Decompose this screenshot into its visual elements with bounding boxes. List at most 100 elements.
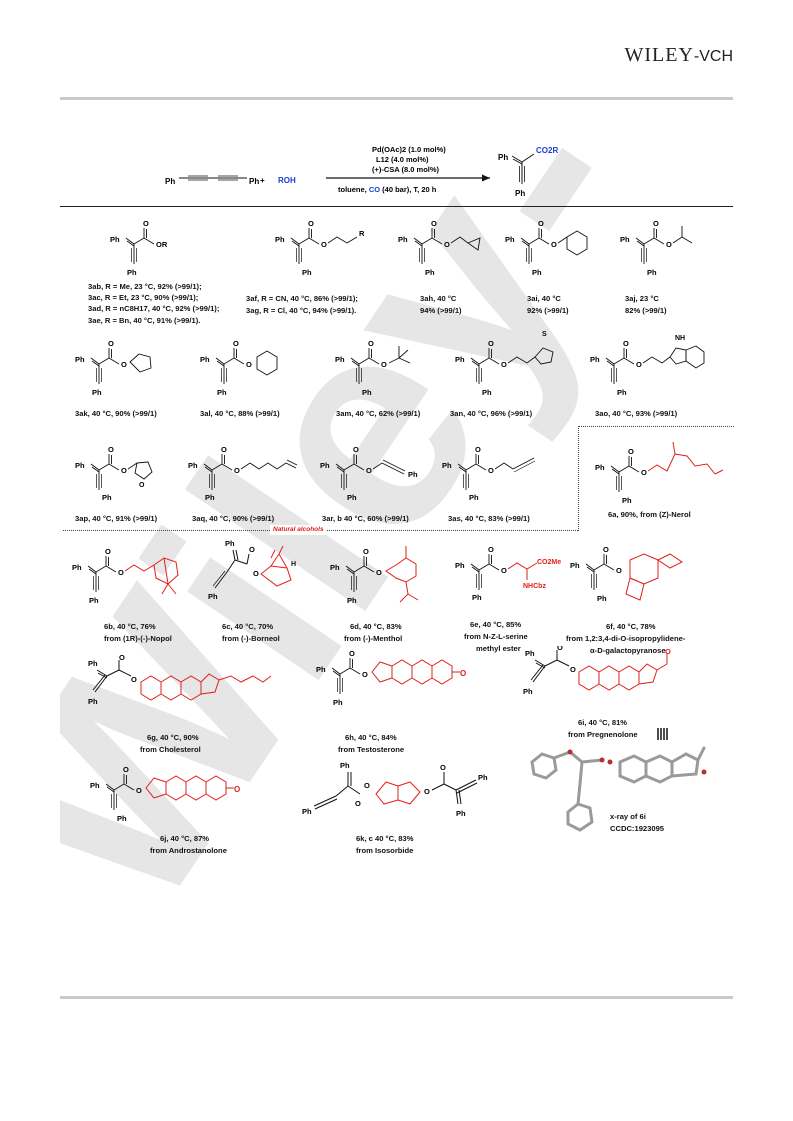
svg-text:O: O: [233, 339, 239, 348]
svg-text:Ph: Ph: [333, 698, 343, 707]
svg-text:Ph: Ph: [117, 814, 127, 823]
svg-text:Ph: Ph: [200, 355, 210, 364]
svg-text:Ph: Ph: [347, 596, 357, 605]
svg-text:H: H: [291, 561, 296, 568]
label-6h-1: 6h, 40 °C, 84%: [345, 733, 397, 742]
structure-6a: Ph O O Ph: [595, 441, 724, 505]
acid-label: (+)-CSA (8.0 mol%): [372, 165, 440, 174]
structure-3am: Ph O O Ph: [335, 339, 411, 397]
svg-text:O: O: [666, 240, 672, 249]
svg-text:Ph: Ph: [205, 493, 215, 502]
reactant-ph-left: Ph: [165, 177, 175, 186]
label-6i-2: from Pregnenolone: [568, 730, 638, 739]
svg-text:R: R: [359, 229, 365, 238]
label-3ai-1: 3ai, 40 °C: [527, 294, 561, 303]
svg-text:O: O: [234, 785, 240, 794]
svg-text:O: O: [538, 219, 544, 228]
svg-text:O: O: [551, 240, 557, 249]
structure-6i: Ph O O Ph O: [523, 646, 671, 696]
svg-text:Ph: Ph: [75, 461, 85, 470]
xray-label-2: CCDC:1923095: [610, 824, 665, 833]
structure-3ah: Ph O O Ph: [398, 219, 481, 277]
svg-text:O: O: [557, 646, 563, 652]
svg-text:O: O: [253, 569, 259, 578]
svg-text:Ph: Ph: [498, 153, 508, 162]
publisher-sep: -: [693, 48, 700, 65]
label-3ae: 3ae, R = Bn, 40 °C, 91% (>99/1).: [88, 316, 201, 325]
structure-3ao: Ph O O NH Ph: [590, 335, 705, 397]
label-3ak: 3ak, 40 °C, 90% (>99/1): [75, 409, 157, 418]
label-6d-1: 6d, 40 °C, 83%: [350, 622, 402, 631]
svg-text:Ph: Ph: [408, 470, 418, 479]
svg-text:O: O: [641, 468, 647, 477]
label-3am: 3am, 40 °C, 62% (>99/1): [336, 409, 421, 418]
svg-text:O: O: [501, 566, 507, 575]
svg-text:Ph: Ph: [597, 594, 607, 603]
structure-6h: Ph O O O Ph: [316, 649, 466, 707]
svg-text:Ph: Ph: [340, 761, 350, 770]
xray-structure-image: [530, 746, 707, 832]
structure-3an: Ph O O S Ph: [455, 331, 554, 397]
hatch-icon: [657, 728, 668, 740]
structure-6b: Ph O O Ph: [72, 547, 179, 605]
svg-text:O: O: [363, 547, 369, 556]
svg-text:O: O: [131, 675, 137, 684]
label-6h-2: from Testosterone: [338, 745, 405, 754]
structure-6j: Ph O O O Ph: [90, 765, 240, 823]
svg-text:Ph: Ph: [127, 268, 137, 277]
label-3ag: 3ag, R = Cl, 40 °C, 94% (>99/1).: [246, 306, 357, 315]
svg-text:Ph: Ph: [316, 665, 326, 674]
label-6b-1: 6b, 40 °C, 76%: [104, 622, 156, 631]
svg-text:Ph: Ph: [442, 461, 452, 470]
svg-text:Ph: Ph: [188, 461, 198, 470]
svg-text:O: O: [246, 360, 252, 369]
structure-3ab: Ph O OR Ph: [110, 219, 168, 277]
serine-ester: CO2Me: [537, 559, 561, 566]
product-co2r: CO2R: [536, 146, 558, 155]
svg-text:O: O: [105, 547, 111, 556]
structure-6k: Ph Ph O O O O Ph Ph: [302, 761, 488, 818]
reaction-scheme: Ph Ph + ROH Pd(OAc)2 (1.0 mol%) L12 (4.0…: [165, 145, 558, 198]
label-6f-2: from 1,2:3,4-di-O-isopropylidene-: [566, 634, 686, 643]
top-rule: [60, 97, 733, 100]
svg-text:Ph: Ph: [469, 493, 479, 502]
svg-text:O: O: [123, 765, 129, 774]
label-6c-1: 6c, 40 °C, 70%: [222, 622, 274, 631]
svg-text:O: O: [221, 445, 227, 454]
svg-text:O: O: [431, 219, 437, 228]
label-6e-2: from N-Z-L-serine: [464, 632, 528, 641]
label-3ab: 3ab, R = Me, 23 °C, 92% (>99/1);: [88, 282, 202, 291]
structure-3ap: Ph O O O Ph: [75, 445, 153, 502]
svg-text:O: O: [143, 219, 149, 228]
svg-text:OR: OR: [156, 240, 168, 249]
svg-text:Ph: Ph: [330, 563, 340, 572]
serine-amine: NHCbz: [523, 583, 546, 590]
svg-text:Ph: Ph: [515, 189, 525, 198]
label-3ao: 3ao, 40 °C, 93% (>99/1): [595, 409, 678, 418]
svg-text:O: O: [444, 240, 450, 249]
publisher-vch: VCH: [699, 48, 733, 65]
label-3aq: 3aq, 40 °C, 90% (>99/1): [192, 514, 275, 523]
conditions-label: toluene, CO (40 bar), T, 20 h: [338, 185, 437, 194]
label-6i-1: 6i, 40 °C, 81%: [578, 718, 628, 727]
svg-text:O: O: [364, 781, 370, 790]
reactant-ph-right: Ph: [249, 177, 259, 186]
svg-text:O: O: [488, 545, 494, 554]
svg-text:Ph: Ph: [532, 268, 542, 277]
svg-text:S: S: [542, 331, 547, 338]
svg-text:O: O: [381, 360, 387, 369]
svg-text:Ph: Ph: [455, 561, 465, 570]
svg-text:Ph: Ph: [620, 235, 630, 244]
label-3ai-2: 92% (>99/1): [527, 306, 569, 315]
svg-text:Ph: Ph: [225, 539, 235, 548]
svg-text:Ph: Ph: [398, 235, 408, 244]
svg-text:O: O: [353, 445, 359, 454]
svg-text:O: O: [488, 466, 494, 475]
svg-text:O: O: [636, 360, 642, 369]
label-3ad: 3ad, R = nC8H17, 40 °C, 92% (>99/1);: [88, 304, 220, 313]
structure-6d: Ph O O Ph: [330, 546, 419, 605]
svg-text:Ph: Ph: [362, 388, 372, 397]
svg-text:Ph: Ph: [335, 355, 345, 364]
box-6a: [578, 426, 734, 531]
label-6e-1: 6e, 40 °C, 85%: [470, 620, 522, 629]
